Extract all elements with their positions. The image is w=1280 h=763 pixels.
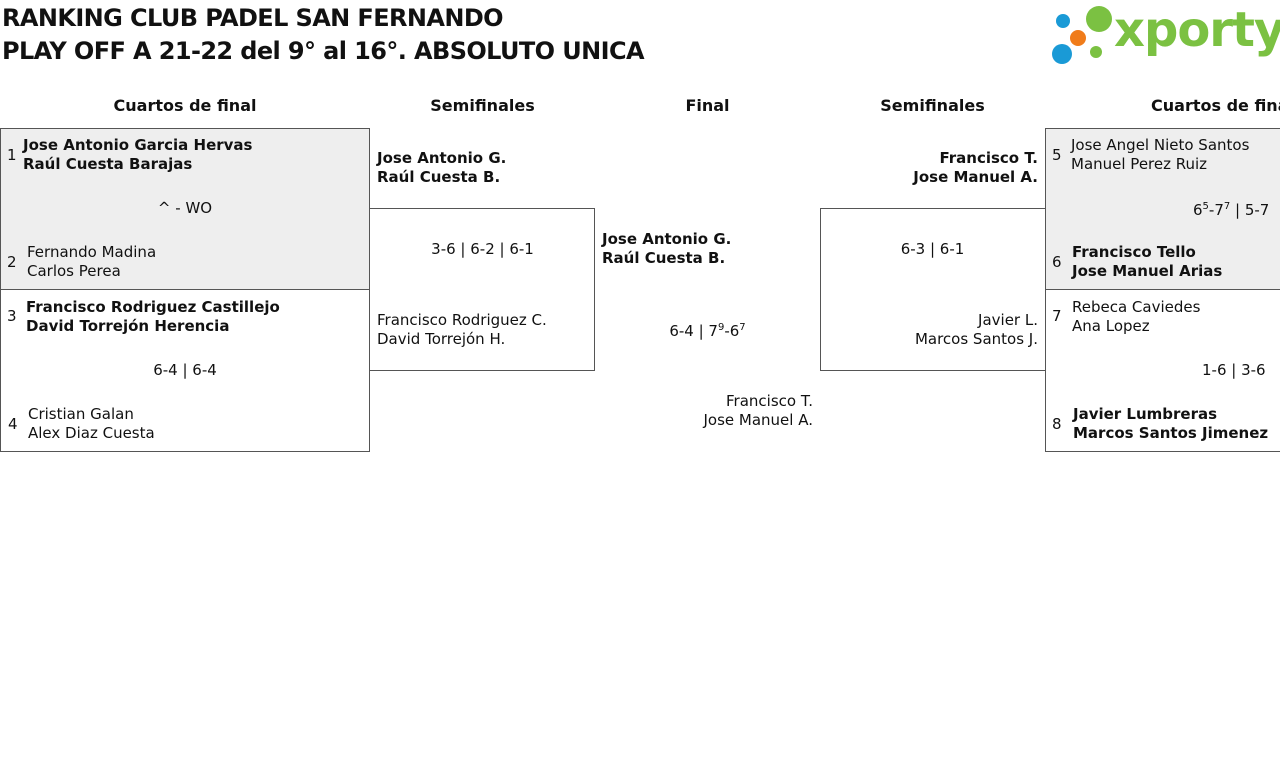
player-name: Cristian Galan: [28, 405, 134, 423]
player-name: Jose Antonio G.: [602, 230, 732, 248]
team-final-a: Jose Antonio G. Raúl Cuesta B.: [602, 230, 731, 268]
player-name: Jose Antonio G.: [377, 149, 507, 167]
title-line-1: RANKING CLUB PADEL SAN FERNANDO: [2, 4, 504, 32]
logo-dot-orange-icon: [1070, 30, 1086, 46]
player-name: Javier L.: [978, 311, 1038, 329]
match-score: 65-77 | 5-7: [1193, 201, 1269, 219]
seed-number: 7: [1052, 307, 1062, 325]
title-line-2: PLAY OFF A 21-22 del 9° al 16°. ABSOLUTO…: [2, 37, 645, 65]
player-name: David Torrejón Herencia: [26, 317, 230, 335]
team-left-sf-b: Francisco Rodriguez C. David Torrejón H.: [377, 311, 547, 349]
logo-text: xporty: [1114, 2, 1280, 58]
match-score: 6-3 | 6-1: [900, 240, 965, 258]
tiebreak-score: 9: [717, 322, 725, 333]
logo-dot-blue-icon: [1052, 44, 1072, 64]
player-name: Alex Diaz Cuesta: [28, 424, 155, 442]
player-name: Manuel Perez Ruiz: [1071, 155, 1208, 173]
match-left-qf-1: [0, 128, 370, 290]
player-name: Raúl Cuesta Barajas: [23, 155, 193, 173]
player-name: Francisco T.: [726, 392, 813, 410]
seed-number: 8: [1052, 415, 1062, 433]
player-name: Jose Manuel Arias: [1072, 262, 1223, 280]
score-part: -6: [724, 322, 740, 340]
team-right-sf-a: Francisco T. Jose Manuel A.: [820, 149, 1038, 187]
player-name: Fernando Madina: [27, 243, 157, 261]
player-name: Marcos Santos Jimenez: [1073, 424, 1269, 442]
score-part: -7: [1208, 201, 1224, 219]
match-right-qf-2: [1045, 289, 1280, 452]
player-name: Francisco Rodriguez Castillejo: [26, 298, 280, 316]
page-title: RANKING CLUB PADEL SAN FERNANDO PLAY OFF…: [2, 2, 645, 68]
match-left-sf: [369, 208, 595, 371]
match-score: 6-4 | 6-4: [153, 361, 217, 379]
seed-number: 3: [7, 307, 17, 325]
player-name: Francisco Tello: [1072, 243, 1196, 261]
player-name: Francisco Rodriguez C.: [377, 311, 547, 329]
seed-number: 6: [1052, 253, 1062, 271]
match-right-qf-1: [1045, 128, 1280, 290]
score-part: 6-4 | 7: [669, 322, 718, 340]
xporty-logo: xporty: [1052, 2, 1280, 68]
player-name: Javier Lumbreras: [1073, 405, 1218, 423]
player-name: Marcos Santos J.: [914, 330, 1038, 348]
player-name: Jose Manuel A.: [913, 168, 1038, 186]
column-header-left-semifinals: Semifinales: [430, 96, 535, 115]
column-header-left-quarterfinals: Cuartos de final: [113, 96, 257, 115]
seed-number: 1: [7, 146, 17, 164]
team-left-qf1-a: Jose Antonio Garcia Hervas Raúl Cuesta B…: [23, 136, 252, 174]
team-left-sf-a: Jose Antonio G. Raúl Cuesta B.: [377, 149, 506, 187]
player-name: Rebeca Caviedes: [1072, 298, 1201, 316]
team-left-qf1-b: Fernando Madina Carlos Perea: [27, 243, 156, 281]
match-score: ^ - WO: [157, 199, 213, 217]
player-name: Ana Lopez: [1072, 317, 1150, 335]
score-part: 6: [1193, 201, 1203, 219]
column-header-right-semifinals: Semifinales: [880, 96, 985, 115]
player-name: Raúl Cuesta B.: [377, 168, 501, 186]
team-left-qf2-a: Francisco Rodriguez Castillejo David Tor…: [26, 298, 280, 336]
team-right-qf1-b: Francisco Tello Jose Manuel Arias: [1072, 243, 1222, 281]
team-right-qf2-b: Javier Lumbreras Marcos Santos Jimenez: [1073, 405, 1268, 443]
seed-number: 5: [1052, 146, 1062, 164]
column-header-right-quarterfinals: Cuartos de final: [1151, 96, 1280, 115]
tiebreak-score: 7: [1223, 201, 1231, 212]
logo-dot-green-icon: [1086, 6, 1112, 32]
player-name: David Torrejón H.: [377, 330, 506, 348]
team-left-qf2-b: Cristian Galan Alex Diaz Cuesta: [28, 405, 155, 443]
score-part: | 5-7: [1230, 201, 1270, 219]
match-score: 3-6 | 6-2 | 6-1: [431, 240, 534, 258]
player-name: Jose Angel Nieto Santos: [1071, 136, 1250, 154]
match-score: 1-6 | 3-6: [1202, 361, 1266, 379]
logo-dot-green-small-icon: [1090, 46, 1102, 58]
player-name: Raúl Cuesta B.: [602, 249, 726, 267]
player-name: Carlos Perea: [27, 262, 121, 280]
team-right-qf2-a: Rebeca Caviedes Ana Lopez: [1072, 298, 1200, 336]
tiebreak-score: 7: [739, 322, 746, 333]
logo-dot-blue-small-icon: [1056, 14, 1070, 28]
player-name: Jose Antonio Garcia Hervas: [23, 136, 253, 154]
column-header-final: Final: [685, 96, 730, 115]
player-name: Jose Manuel A.: [703, 411, 814, 429]
team-right-sf-b: Javier L. Marcos Santos J.: [820, 311, 1038, 349]
seed-number: 4: [8, 415, 18, 433]
player-name: Francisco T.: [939, 149, 1038, 167]
final-score: 6-4 | 79-67: [595, 322, 820, 340]
team-right-qf1-a: Jose Angel Nieto Santos Manuel Perez Rui…: [1071, 136, 1249, 174]
tiebreak-score: 5: [1202, 201, 1209, 212]
seed-number: 2: [7, 253, 17, 271]
team-final-b: Francisco T. Jose Manuel A.: [595, 392, 814, 430]
